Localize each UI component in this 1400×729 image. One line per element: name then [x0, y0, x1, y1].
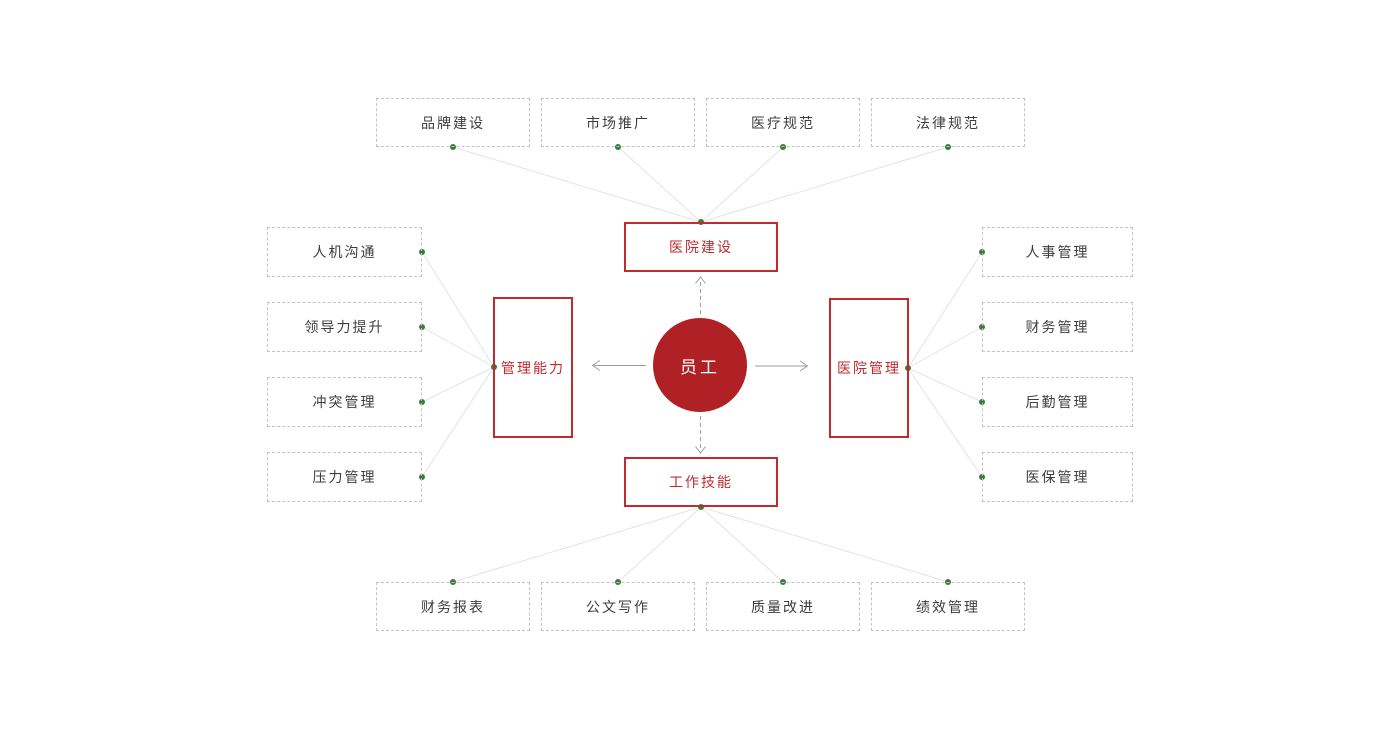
center-node: 员工	[653, 318, 747, 412]
fan-lines-left	[421, 251, 495, 478]
fan-lines-top	[452, 146, 949, 223]
fan-lines-right	[907, 251, 983, 478]
connector-line	[700, 506, 784, 583]
connector-dot	[615, 144, 621, 150]
branch-box-bottom: 工作技能	[624, 457, 778, 507]
leaf-box-bottom-2: 公文写作	[541, 582, 695, 631]
connector-line	[700, 146, 949, 223]
connector-line	[421, 251, 495, 368]
arrow-right-icon	[755, 360, 809, 372]
connector-line	[617, 146, 702, 223]
connector-line	[421, 366, 495, 478]
leaf-box-bottom-1: 财务报表	[376, 582, 530, 631]
connector-dot	[419, 399, 425, 405]
leaf-box-right-3: 后勤管理	[982, 377, 1133, 427]
leaf-box-left-2: 领导力提升	[267, 302, 422, 352]
leaf-box-top-2: 市场推广	[541, 98, 695, 147]
connector-line	[700, 506, 949, 583]
connector-dot	[780, 144, 786, 150]
connector-dot	[450, 144, 456, 150]
leaf-box-bottom-3: 质量改进	[706, 582, 860, 631]
leaf-box-left-1: 人机沟通	[267, 227, 422, 277]
connector-dot	[419, 249, 425, 255]
connector-line	[907, 251, 983, 369]
connector-line	[421, 366, 495, 403]
connector-dot	[945, 144, 951, 150]
leaf-box-top-4: 法律规范	[871, 98, 1025, 147]
connector-line	[617, 506, 702, 583]
leaf-box-right-1: 人事管理	[982, 227, 1133, 277]
leaf-box-bottom-4: 绩效管理	[871, 582, 1025, 631]
connector-line	[452, 146, 702, 223]
leaf-box-top-3: 医疗规范	[706, 98, 860, 147]
branch-box-right: 医院管理	[829, 298, 909, 438]
arrow-down-icon	[695, 416, 706, 454]
leaf-box-left-3: 冲突管理	[267, 377, 422, 427]
connector-line	[907, 326, 983, 369]
connector-dot	[419, 324, 425, 330]
leaf-box-right-4: 医保管理	[982, 452, 1133, 502]
leaf-dots	[419, 144, 985, 585]
branch-box-top: 医院建设	[624, 222, 778, 272]
branch-box-left: 管理能力	[493, 297, 573, 438]
connector-line	[421, 326, 495, 368]
connector-line	[452, 506, 702, 583]
leaf-box-right-2: 财务管理	[982, 302, 1133, 352]
arrow-left-icon	[591, 360, 646, 371]
fan-lines-bottom	[452, 506, 949, 583]
connector-line	[907, 367, 983, 478]
leaf-box-top-1: 品牌建设	[376, 98, 530, 147]
arrow-up-icon	[695, 276, 706, 314]
connector-line	[700, 146, 784, 223]
connector-line	[907, 367, 983, 403]
leaf-box-left-4: 压力管理	[267, 452, 422, 502]
connector-dot	[419, 474, 425, 480]
